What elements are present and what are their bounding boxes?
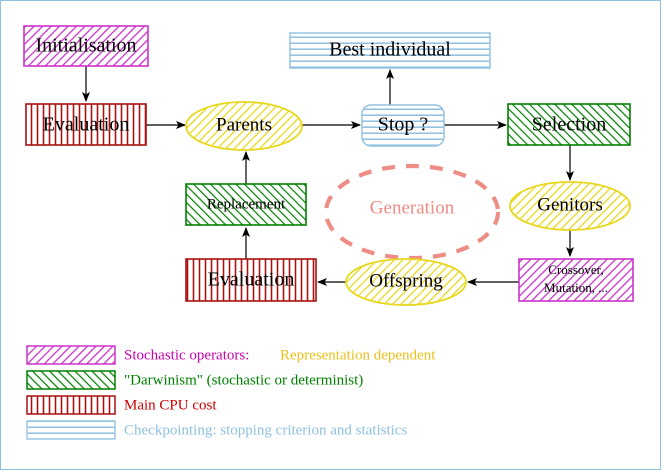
parents-label: Parents <box>216 114 272 135</box>
legend-swatch-magenta-icon <box>26 345 116 365</box>
crossover-shape[interactable] <box>518 258 634 302</box>
legend-swatch-red-icon <box>26 395 116 415</box>
node-parents[interactable]: Parents <box>185 101 303 151</box>
legend-label-stochastic: Stochastic operators: <box>124 347 249 363</box>
initialisation-shape[interactable] <box>23 25 149 67</box>
genitors-label: Genitors <box>537 194 602 215</box>
evaluation-bottom-shape[interactable] <box>185 258 317 302</box>
generation-label: Generation <box>370 197 455 218</box>
evaluation-bottom-label: Evaluation <box>208 269 295 291</box>
node-offspring[interactable]: Offspring <box>345 258 467 306</box>
node-initialisation[interactable]: Initialisation <box>23 25 149 67</box>
replacement-label: Replacement <box>207 196 286 212</box>
generation-ellipse-shape <box>323 163 501 261</box>
selection-label: Selection <box>532 114 606 136</box>
legend-item-darwinism: "Darwinism" (stochastic or determinist) <box>26 370 363 390</box>
selection-shape[interactable] <box>507 103 631 146</box>
replacement-shape[interactable] <box>185 183 307 226</box>
node-best-individual[interactable]: Best individual <box>289 32 491 69</box>
best-individual-label: Best individual <box>329 39 451 61</box>
genitors-shape[interactable] <box>509 181 631 231</box>
stop-label: Stop ? <box>378 114 429 136</box>
node-crossover[interactable]: Crossover, Mutation, ... <box>518 258 634 302</box>
crossover-label-line1: Crossover, <box>548 262 603 277</box>
legend: Stochastic operators: Representation dep… <box>26 345 436 440</box>
legend-swatch-blue-icon <box>26 420 116 440</box>
legend-label-representation: Representation dependent <box>280 347 436 363</box>
node-selection[interactable]: Selection <box>507 103 631 146</box>
legend-label-darwinism: "Darwinism" (stochastic or determinist) <box>124 372 363 388</box>
node-evaluation-bottom[interactable]: Evaluation <box>185 258 317 302</box>
node-stop[interactable]: Stop ? <box>361 104 445 147</box>
stop-shape[interactable] <box>361 104 445 147</box>
evaluation-top-label: Evaluation <box>43 114 130 136</box>
node-evaluation-top[interactable]: Evaluation <box>25 103 147 146</box>
crossover-label-line2: Mutation, ... <box>544 280 608 295</box>
legend-item-checkpointing: Checkpointing: stopping criterion and st… <box>26 420 407 440</box>
legend-label-cpu: Main CPU cost <box>124 397 217 413</box>
legend-swatch-green-icon <box>26 370 116 390</box>
legend-item-cpu: Main CPU cost <box>26 395 217 415</box>
parents-shape[interactable] <box>185 101 303 151</box>
legend-item-stochastic: Stochastic operators: Representation dep… <box>26 345 436 365</box>
evaluation-top-shape[interactable] <box>25 103 147 146</box>
best-individual-shape[interactable] <box>289 32 491 69</box>
node-generation: Generation <box>323 163 501 261</box>
node-replacement[interactable]: Replacement <box>185 183 307 226</box>
offspring-shape[interactable] <box>345 258 467 306</box>
legend-label-checkpointing: Checkpointing: stopping criterion and st… <box>124 422 407 438</box>
initialisation-label: Initialisation <box>35 35 136 57</box>
offspring-label: Offspring <box>369 270 443 291</box>
node-genitors[interactable]: Genitors <box>509 181 631 231</box>
